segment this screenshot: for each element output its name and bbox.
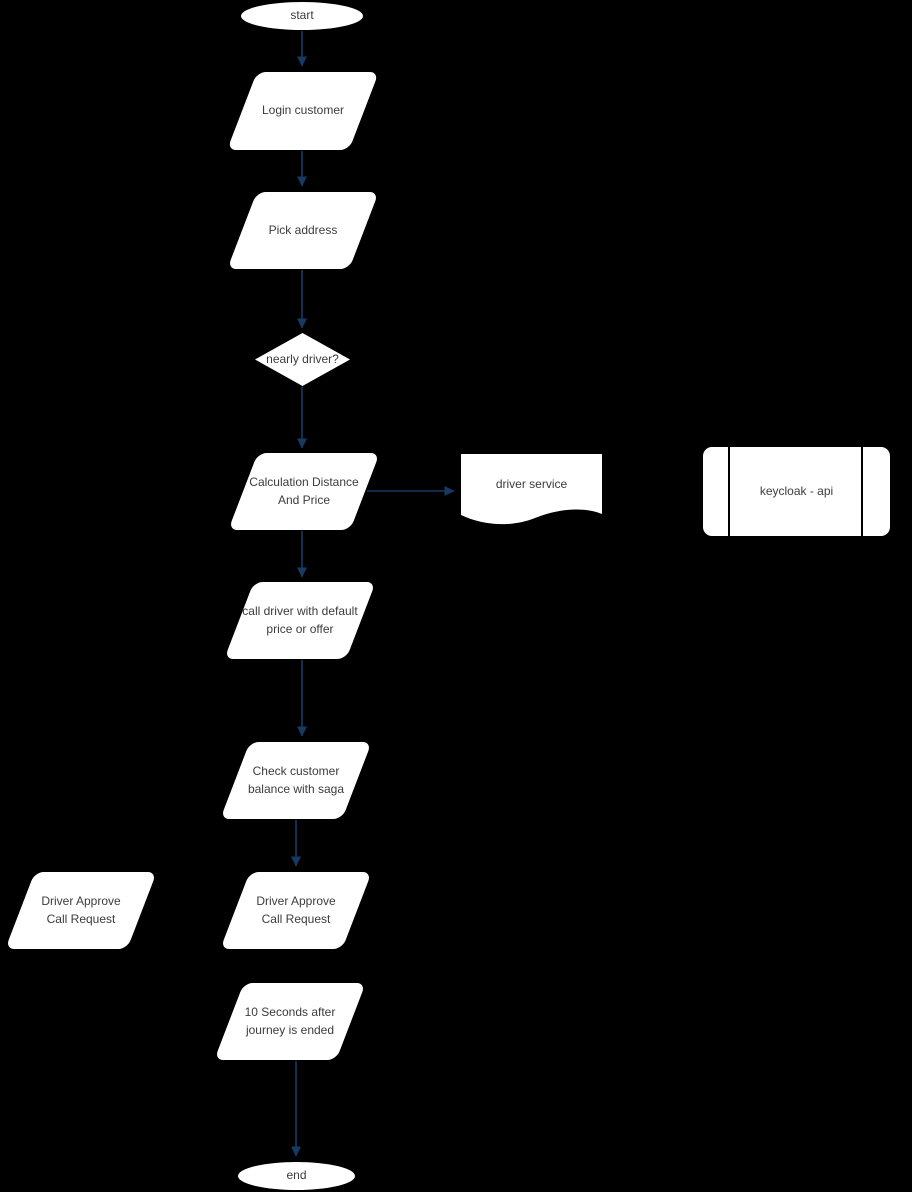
document-shape <box>461 454 602 525</box>
predefined-process-shape <box>703 447 890 536</box>
flow-node-end[interactable]: end <box>238 1162 355 1190</box>
predefined-process-left-divider <box>728 447 730 536</box>
flow-node-call-driver-with-default-price-or-offer[interactable]: call driver with default price or offer <box>224 582 376 659</box>
terminator-shape <box>238 1162 355 1190</box>
parallelogram-shape <box>214 983 366 1060</box>
flow-node-driver-approve-call-request[interactable]: Driver Approve Call Request <box>220 872 372 949</box>
flow-node-driver-approve-call-request-left[interactable]: Driver Approve Call Request <box>5 872 157 949</box>
predefined-process-right-divider <box>861 447 863 536</box>
flow-node-start[interactable]: start <box>241 2 363 30</box>
parallelogram-shape <box>227 72 379 150</box>
flow-node-login-customer[interactable]: Login customer <box>227 72 379 150</box>
diamond-shape <box>255 333 350 386</box>
parallelogram-shape <box>224 582 376 659</box>
parallelogram-shape <box>227 192 379 269</box>
flow-node-ten-seconds-after-journey-is-ended[interactable]: 10 Seconds after journey is ended <box>214 983 366 1060</box>
parallelogram-shape <box>5 872 157 949</box>
flow-node-nearly-driver[interactable]: nearly driver? <box>255 333 350 386</box>
parallelogram-shape <box>228 453 380 530</box>
flow-node-pick-address[interactable]: Pick address <box>227 192 379 269</box>
flow-node-check-customer-balance-with-saga[interactable]: Check customer balance with saga <box>220 742 372 819</box>
parallelogram-shape <box>220 872 372 949</box>
terminator-shape <box>241 2 363 30</box>
parallelogram-shape <box>220 742 372 819</box>
flow-node-driver-service[interactable]: driver service <box>461 454 602 526</box>
flow-node-keycloak-api[interactable]: keycloak - api <box>703 447 890 536</box>
flow-node-calculation-distance-and-price[interactable]: Calculation Distance And Price <box>228 453 380 530</box>
